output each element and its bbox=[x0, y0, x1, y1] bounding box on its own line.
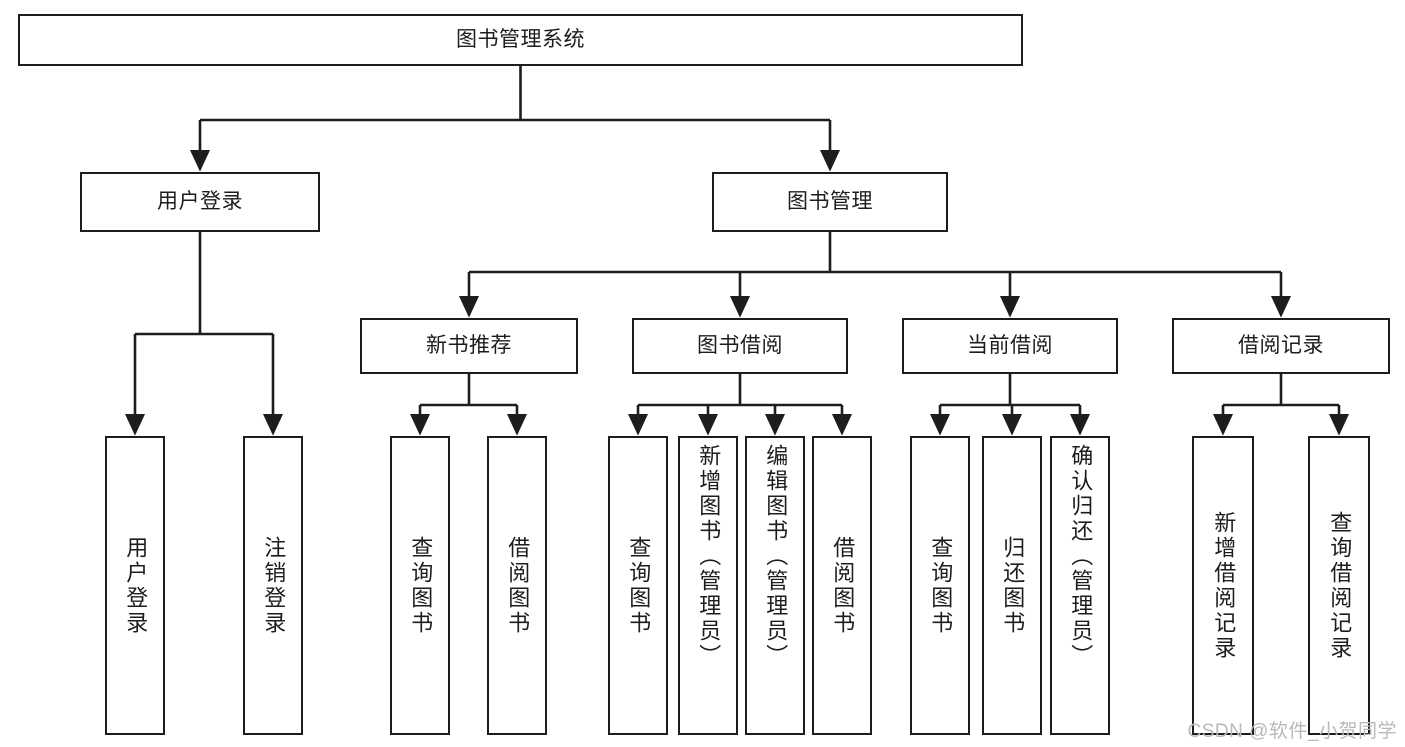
leaf-borrow-book-1-label: 借阅图书 bbox=[505, 535, 531, 636]
leaf-query-book-2-label: 查询图书 bbox=[626, 535, 652, 636]
node-new-book-recommend[interactable]: 新书推荐 bbox=[360, 318, 578, 374]
leaf-confirm-return-label: 确认归还（管理员） bbox=[1068, 444, 1094, 669]
leaf-confirm-return[interactable]: 确认归还（管理员） bbox=[1050, 436, 1110, 735]
leaf-query-borrow-record-label: 查询借阅记录 bbox=[1327, 510, 1353, 661]
leaf-borrow-book-2-label: 借阅图书 bbox=[830, 535, 856, 636]
leaf-add-book-label: 新增图书（管理员） bbox=[696, 444, 722, 669]
leaf-edit-book-label: 编辑图书（管理员） bbox=[763, 444, 789, 669]
leaf-user-login-label: 用户登录 bbox=[123, 535, 149, 636]
node-borrow-record[interactable]: 借阅记录 bbox=[1172, 318, 1390, 374]
node-user-login-label: 用户登录 bbox=[157, 189, 243, 213]
leaf-query-book-3[interactable]: 查询图书 bbox=[910, 436, 970, 735]
node-user-login[interactable]: 用户登录 bbox=[80, 172, 320, 232]
leaf-query-book-1-label: 查询图书 bbox=[408, 535, 434, 636]
leaf-add-book[interactable]: 新增图书（管理员） bbox=[678, 436, 738, 735]
leaf-query-book-3-label: 查询图书 bbox=[928, 535, 954, 636]
node-root[interactable]: 图书管理系统 bbox=[18, 14, 1023, 66]
leaf-return-book-label: 归还图书 bbox=[1000, 535, 1026, 636]
node-book-manage[interactable]: 图书管理 bbox=[712, 172, 948, 232]
leaf-return-book[interactable]: 归还图书 bbox=[982, 436, 1042, 735]
leaf-logout[interactable]: 注销登录 bbox=[243, 436, 303, 735]
leaf-logout-label: 注销登录 bbox=[261, 535, 287, 636]
leaf-edit-book[interactable]: 编辑图书（管理员） bbox=[745, 436, 805, 735]
node-borrow-record-label: 借阅记录 bbox=[1238, 333, 1324, 357]
leaf-add-borrow-record-label: 新增借阅记录 bbox=[1211, 510, 1237, 661]
leaf-query-book-1[interactable]: 查询图书 bbox=[390, 436, 450, 735]
leaf-query-borrow-record[interactable]: 查询借阅记录 bbox=[1308, 436, 1370, 735]
leaf-add-borrow-record[interactable]: 新增借阅记录 bbox=[1192, 436, 1254, 735]
leaf-query-book-2[interactable]: 查询图书 bbox=[608, 436, 668, 735]
node-book-borrow[interactable]: 图书借阅 bbox=[632, 318, 848, 374]
leaf-borrow-book-2[interactable]: 借阅图书 bbox=[812, 436, 872, 735]
leaf-borrow-book-1[interactable]: 借阅图书 bbox=[487, 436, 547, 735]
node-root-label: 图书管理系统 bbox=[456, 27, 585, 51]
node-current-borrow[interactable]: 当前借阅 bbox=[902, 318, 1118, 374]
node-book-manage-label: 图书管理 bbox=[787, 189, 873, 213]
node-new-book-recommend-label: 新书推荐 bbox=[426, 333, 512, 357]
leaf-user-login[interactable]: 用户登录 bbox=[105, 436, 165, 735]
node-current-borrow-label: 当前借阅 bbox=[967, 333, 1053, 357]
node-book-borrow-label: 图书借阅 bbox=[697, 333, 783, 357]
